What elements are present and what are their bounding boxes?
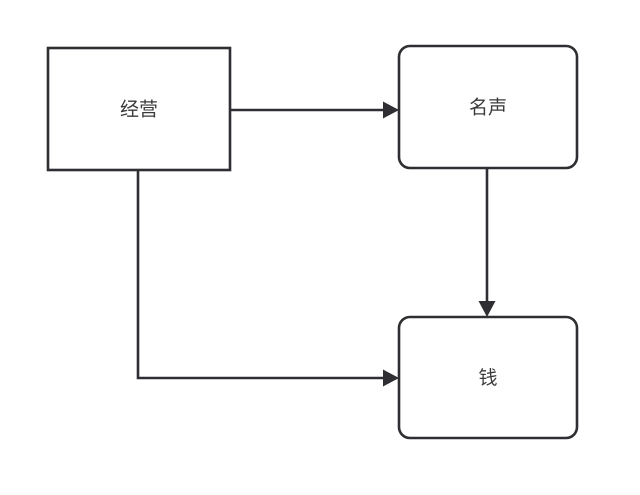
- edge-operations-to-money-line: [136, 170, 383, 380]
- node-money[interactable]: 钱: [397, 315, 579, 440]
- node-money-label: 钱: [478, 367, 497, 389]
- node-operations-shape: [46, 46, 232, 172]
- edge-reputation-to-money[interactable]: [478, 168, 496, 317]
- node-operations-label: 经营: [120, 99, 158, 121]
- arrowhead-icon: [383, 101, 399, 119]
- edge-operations-to-reputation[interactable]: [230, 101, 399, 119]
- node-reputation-label: 名声: [469, 97, 507, 119]
- edge-operations-to-money[interactable]: [136, 170, 399, 387]
- node-reputation-shape: [397, 44, 579, 170]
- node-money-shape: [397, 315, 579, 440]
- arrowhead-icon: [478, 301, 496, 317]
- arrowhead-icon: [383, 369, 399, 387]
- node-reputation[interactable]: 名声: [397, 44, 579, 170]
- node-operations[interactable]: 经营: [46, 46, 232, 172]
